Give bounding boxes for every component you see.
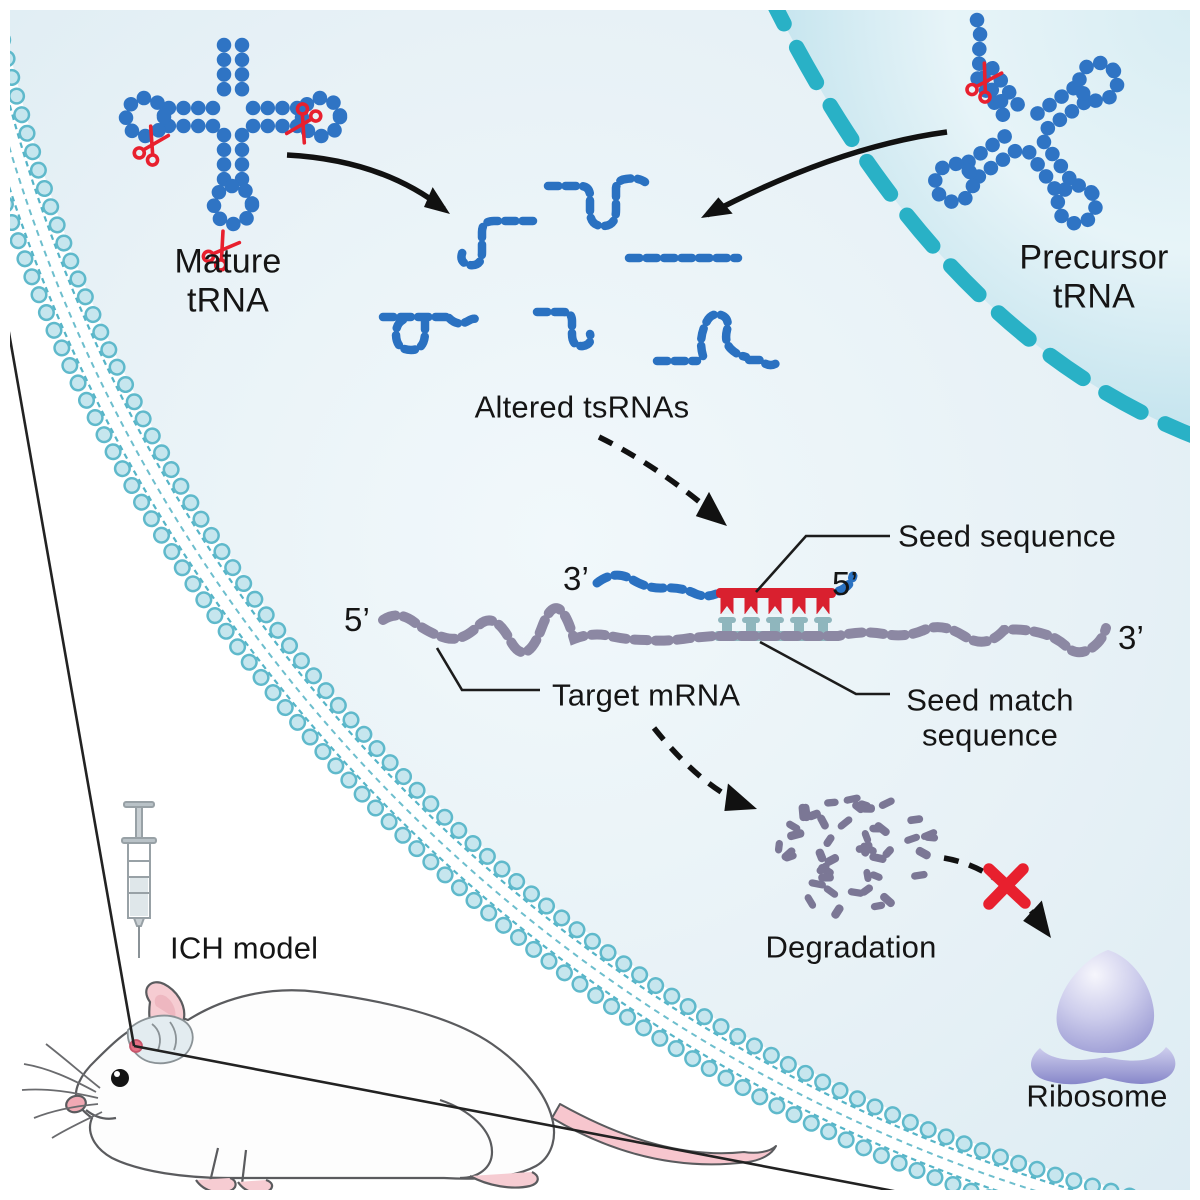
nuclear-envelope-dashed-icon xyxy=(763,0,1200,447)
precursor-trna-structure xyxy=(897,12,1175,281)
ribosome-label: Ribosome xyxy=(1026,1078,1168,1114)
degraded-fragment xyxy=(915,846,931,860)
degraded-fragment xyxy=(823,834,835,848)
target-mrna-callout xyxy=(435,647,540,692)
degraded-fragment xyxy=(874,822,890,837)
degraded-fragment xyxy=(904,833,921,844)
mrna-5prime-label: 5’ xyxy=(343,601,371,639)
tsrna-mrna-duplex xyxy=(378,570,1111,658)
tsrna-5prime-label: 5’ xyxy=(831,565,859,603)
degraded-fragment xyxy=(804,894,817,909)
arrow-mrna-to-degradation xyxy=(651,726,762,822)
degraded-fragment xyxy=(823,885,839,898)
degraded-fragment xyxy=(869,871,883,881)
degraded-fragment xyxy=(786,820,801,833)
ribosome-icon xyxy=(1030,950,1176,1085)
precursor-trna-label: Precursor tRNA xyxy=(1019,238,1169,315)
degraded-fragment xyxy=(824,854,840,866)
degraded-fragment xyxy=(847,888,865,897)
seed-sequence-callout xyxy=(755,534,890,593)
mature-trna-label: Mature tRNA xyxy=(174,242,282,319)
degraded-fragment xyxy=(837,816,853,830)
seed-match-sequence-label: Seed match sequence xyxy=(906,682,1074,753)
ich-model-label: ICH model xyxy=(170,930,319,966)
degraded-fragment xyxy=(911,870,928,880)
degraded-fragment xyxy=(878,797,895,809)
zoom-wedge-lines xyxy=(0,273,931,1200)
degraded-fragment xyxy=(781,847,796,861)
degraded-fragment xyxy=(860,884,873,896)
degraded-fragment xyxy=(818,873,834,882)
nucleus xyxy=(763,0,1200,447)
degraded-fragment xyxy=(855,844,870,853)
degraded-fragment xyxy=(882,846,894,859)
degraded-fragment xyxy=(801,803,811,822)
arrow-degradation-to-ribosome-blocked xyxy=(943,855,1063,946)
degraded-fragment xyxy=(923,833,939,842)
arrow-precursor-to-tsrnas xyxy=(696,129,948,228)
degradation-cluster xyxy=(774,794,939,919)
degraded-fragment xyxy=(787,829,805,841)
degraded-fragment xyxy=(869,852,887,863)
arrow-mature-to-tsrnas xyxy=(286,152,457,222)
degraded-fragment xyxy=(817,814,829,830)
degradation-label: Degradation xyxy=(765,929,937,965)
degraded-fragment xyxy=(774,839,783,854)
target-mrna-label: Target mRNA xyxy=(552,677,741,713)
tsrna-fragments xyxy=(378,174,783,370)
degraded-fragment xyxy=(824,798,839,807)
degraded-fragment xyxy=(831,904,844,919)
seed-sequence-label: Seed sequence xyxy=(898,518,1117,554)
degraded-fragment xyxy=(861,830,872,844)
degraded-fragment xyxy=(815,848,827,863)
red-x-icon xyxy=(983,863,1031,910)
degraded-fragment xyxy=(852,801,866,814)
tsrna-strand xyxy=(592,570,721,601)
degraded-fragment xyxy=(907,815,924,825)
seed-sequence-marker xyxy=(716,588,836,614)
target-mrna-strand xyxy=(378,603,1111,658)
tsrna-3prime-label: 3’ xyxy=(562,560,590,598)
degraded-fragment xyxy=(816,862,830,875)
degraded-fragment xyxy=(880,892,895,908)
altered-tsrnas-label: Altered tsRNAs xyxy=(474,389,690,425)
mrna-3prime-label: 3’ xyxy=(1117,619,1145,657)
callout-lines xyxy=(435,534,890,696)
degraded-fragment xyxy=(863,868,872,883)
degraded-fragment xyxy=(870,901,886,911)
syringe-icon xyxy=(121,801,157,958)
mouse-illustration xyxy=(21,981,777,1195)
seed-match-callout xyxy=(759,640,890,696)
